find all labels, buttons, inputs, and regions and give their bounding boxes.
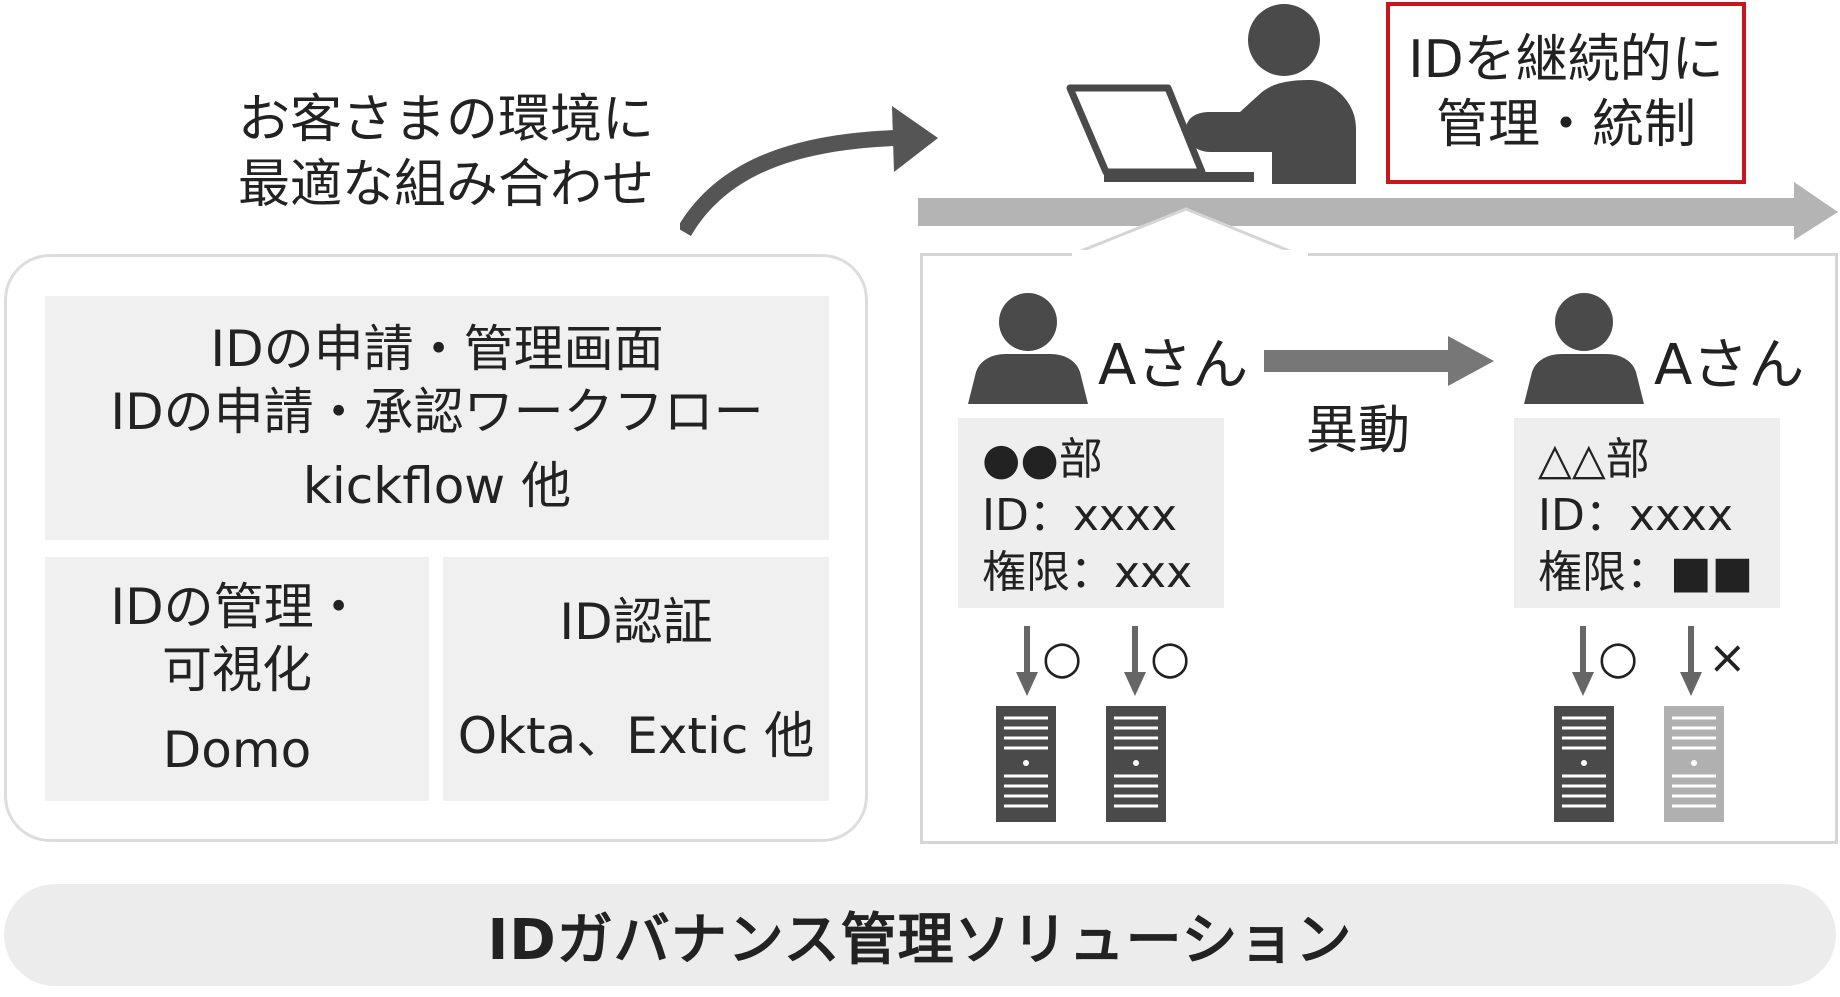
solution-components-panel xyxy=(4,254,868,842)
server-disabled-icon xyxy=(1664,706,1724,822)
user-name-before: Aさん xyxy=(1098,333,1249,398)
transfer-arrow-icon xyxy=(1264,336,1494,386)
workflow-box: IDの申請・管理画面 IDの申請・承認ワークフロー kickflow 他 xyxy=(45,296,829,540)
visualization-line-1: IDの管理・ xyxy=(110,578,364,637)
access-mark-after-1: ○ xyxy=(1598,630,1639,684)
footer-banner: IDガバナンス管理ソリューション xyxy=(4,884,1836,986)
down-arrow-icon xyxy=(1572,626,1594,696)
access-mark-before-1: ○ xyxy=(1042,630,1083,684)
workflow-product: kickflow 他 xyxy=(302,457,572,516)
user-at-laptop-icon xyxy=(1186,4,1356,184)
caption-line-1: お客さまの環境に xyxy=(238,90,655,150)
workflow-line-2: IDの申請・承認ワークフロー xyxy=(110,382,764,441)
permission-before: 権限：xxx xyxy=(982,546,1193,598)
permission-after: 権限：■■ xyxy=(1538,546,1754,598)
id-before: ID：xxxx xyxy=(982,490,1178,542)
goal-line-2: 管理・統制 xyxy=(1435,95,1696,155)
server-icon xyxy=(1106,706,1166,822)
laptop-icon xyxy=(1066,84,1254,182)
curved-arrow-icon xyxy=(680,106,938,237)
authentication-product: Okta、Extic 他 xyxy=(457,707,815,765)
footer-title: IDガバナンス管理ソリューション xyxy=(487,907,1353,973)
user-name-after: Aさん xyxy=(1654,333,1805,398)
caption-line-2: 最適な組み合わせ xyxy=(238,155,655,215)
down-arrow-icon xyxy=(1124,626,1146,696)
authentication-box: ID認証 Okta、Extic 他 xyxy=(443,557,829,801)
visualization-line-2: 可視化 xyxy=(162,640,312,699)
access-mark-before-2: ○ xyxy=(1150,630,1191,684)
caption: お客さまの環境に 最適な組み合わせ xyxy=(238,88,698,218)
timeline-arrow xyxy=(918,182,1838,240)
server-icon xyxy=(1554,706,1614,822)
authentication-line-1: ID認証 xyxy=(559,592,713,651)
server-icon xyxy=(996,706,1056,822)
department-before: ●●部 xyxy=(982,434,1103,485)
visualization-box: IDの管理・ 可視化 Domo xyxy=(45,557,429,801)
access-mark-after-2: × xyxy=(1708,630,1747,684)
user-info-card-after: △△部 ID：xxxx 権限：■■ xyxy=(1514,418,1780,608)
workflow-line-1: IDの申請・管理画面 xyxy=(210,320,664,379)
user-info-card-before: ●●部 ID：xxxx 権限：xxx xyxy=(958,418,1224,608)
user-icon-before xyxy=(968,293,1088,404)
goal-box: IDを継続的に 管理・統制 xyxy=(1386,2,1746,184)
id-after: ID：xxxx xyxy=(1538,490,1734,542)
goal-line-1: IDを継続的に xyxy=(1408,30,1724,90)
user-icon-after xyxy=(1524,293,1644,404)
down-arrow-icon xyxy=(1016,626,1038,696)
transfer-label: 異動 xyxy=(1306,401,1411,461)
visualization-product: Domo xyxy=(162,721,312,780)
department-after: △△部 xyxy=(1538,434,1650,485)
down-arrow-icon xyxy=(1680,626,1702,696)
